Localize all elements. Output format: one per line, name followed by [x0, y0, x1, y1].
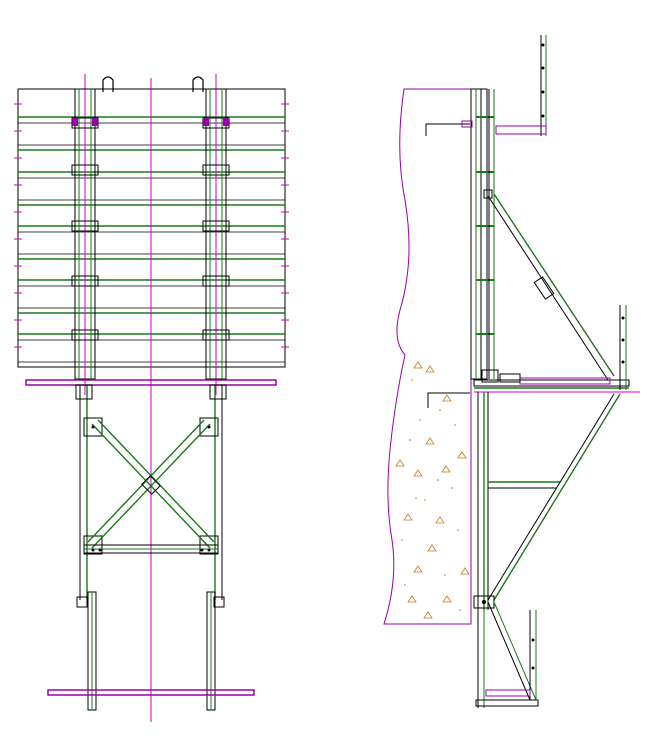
top-guardrail [495, 35, 547, 136]
triangular-bracket [473, 392, 621, 610]
platform-beam-upper [25, 379, 277, 386]
side-platform [473, 369, 640, 393]
lifting-hook-left [102, 76, 114, 92]
lower-hanging-platform [475, 601, 539, 708]
lifting-hook-right [192, 76, 204, 92]
strongback-right [202, 88, 230, 380]
wall-outline [383, 88, 472, 625]
side-section-view [383, 35, 640, 708]
tie-rods [425, 120, 473, 408]
platform-guardrail [619, 305, 627, 390]
front-elevation-view [14, 74, 289, 722]
side-formwork [470, 88, 495, 380]
adjusting-prop [483, 189, 615, 381]
concrete-aggregate [395, 361, 470, 619]
bracket-frame [75, 384, 227, 600]
strongback-left [71, 88, 99, 380]
center-lines [84, 74, 217, 722]
platform-beam-lower [47, 689, 255, 696]
concrete-dots [401, 379, 461, 611]
